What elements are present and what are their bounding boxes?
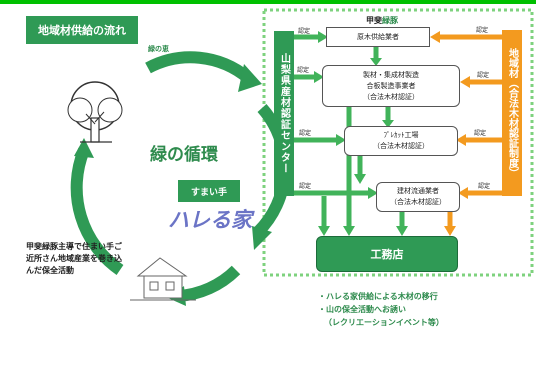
distributor-line1: 建材流通業者 — [397, 187, 439, 195]
orange-flow-arrowheads — [430, 31, 470, 236]
supplier-box: 原木供給業者 — [326, 27, 430, 47]
cycle-label: 緑の循環 — [150, 145, 218, 165]
precut-line2: （合法木材認証） — [373, 142, 429, 150]
distributor-line2: （合法木材認証） — [390, 198, 446, 206]
arrowhead-top — [238, 64, 262, 92]
cert-label-supplier-right: 認定 — [476, 27, 489, 34]
contractor-box: 工務店 — [316, 236, 458, 272]
bullet-item-1: ・ハレる家供給による木材の移行 — [318, 292, 438, 301]
certification-center-label: 山梨県産材認証センター — [274, 31, 294, 196]
kai-label-prefix: 甲斐 — [366, 16, 382, 25]
tree-icon — [67, 81, 123, 143]
sumaite-badge: すまい手 — [178, 180, 240, 202]
kai-label: 甲斐緑豚 — [362, 15, 402, 26]
brand-logo: ハレる家 — [168, 208, 252, 232]
cert-label-precut-right: 認定 — [474, 130, 487, 137]
house-icon — [130, 257, 196, 301]
dashed-frame — [262, 8, 534, 277]
top-bar — [0, 0, 536, 4]
cert-label-distributor-left: 認定 — [299, 183, 312, 190]
arrowhead-left — [74, 138, 94, 158]
left-description: 甲斐緑豚主導で住まい手ご近所さん地域産業を巻き込んだ保全活動 — [26, 242, 122, 275]
cert-label-precut-left: 認定 — [299, 130, 312, 137]
arrowhead-right — [252, 226, 272, 250]
cert-label-supplier-left: 認定 — [298, 28, 311, 35]
green-origin-label: 緑の恵 — [148, 45, 169, 53]
cert-label-manufacturer-left: 認定 — [297, 67, 310, 74]
cert-label-manufacturer-right: 認定 — [477, 72, 490, 79]
green-flow-lines — [294, 34, 405, 226]
diagram-title: 地域材供給の流れ — [26, 16, 138, 44]
distributor-box: 建材流通業者 （合法木材認証） — [376, 182, 460, 212]
green-flow-arrowheads — [314, 31, 408, 236]
manufacturer-line1: 製材・集成材製造 — [363, 70, 419, 79]
orange-flow-lines — [440, 34, 502, 226]
manufacturer-box: 製材・集成材製造 合板製造事業者 （合法木材認証） — [322, 65, 460, 107]
bullet-item-2: ・山の保全活動へお誘い — [318, 305, 406, 314]
cycle-arc-top — [145, 51, 252, 83]
cert-label-distributor-right: 認定 — [478, 183, 491, 190]
bullet-list: ・ハレる家供給による木材の移行 ・山の保全活動へお誘い （レクリエーションイベン… — [318, 290, 444, 329]
cycle-arc-bottom — [177, 265, 241, 302]
manufacturer-line3: （合法木材認証） — [363, 92, 419, 101]
bullet-item-3: （レクリエーションイベント等） — [324, 318, 444, 327]
manufacturer-line2: 合板製造事業者 — [366, 81, 416, 90]
precut-box: ﾌﾟﾚｶｯﾄ工場 （合法木材認証） — [344, 126, 458, 156]
cycle-arc-left — [70, 147, 124, 275]
regional-wood-label: 地域材（合法木材認証制度） — [502, 30, 522, 196]
kai-label-green: 緑豚 — [382, 16, 398, 25]
supplier-label: 原木供給業者 — [357, 32, 399, 41]
precut-line1: ﾌﾟﾚｶｯﾄ工場 — [383, 131, 419, 139]
